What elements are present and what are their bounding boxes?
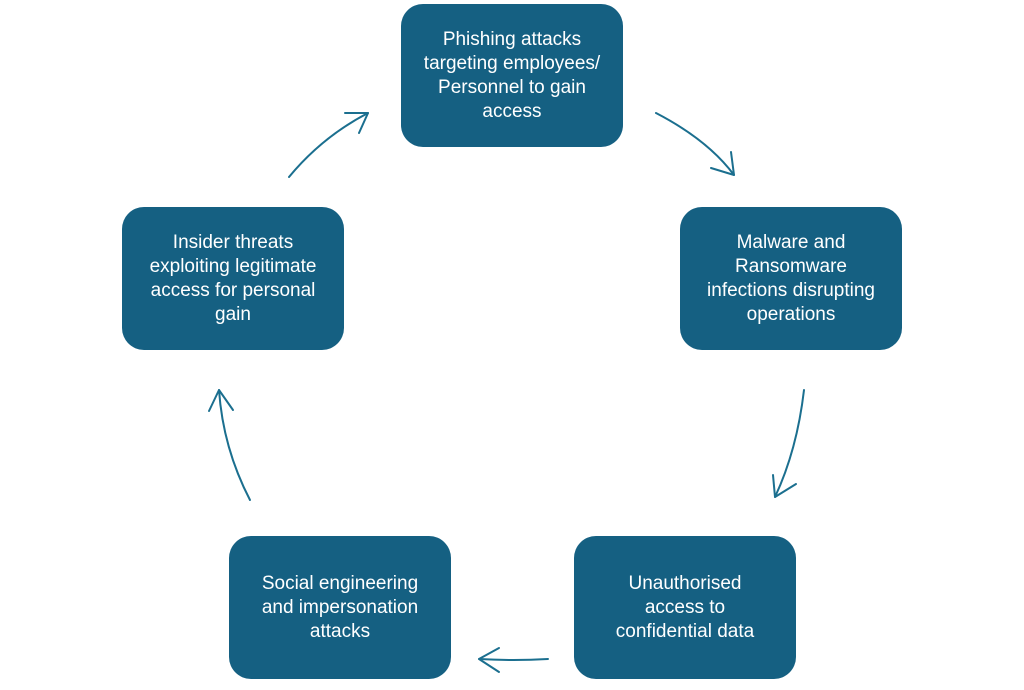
cycle-node-malware: Malware and Ransomware infections disrup… xyxy=(680,207,902,350)
node-label: Phishing attacks targeting employees/ Pe… xyxy=(423,28,601,122)
cycle-node-social-engineering: Social engineering and impersonation att… xyxy=(229,536,451,679)
node-label: Social engineering and impersonation att… xyxy=(261,572,419,642)
arrow-social-to-insider xyxy=(208,389,251,501)
node-label: Insider threats exploiting legitimate ac… xyxy=(149,231,317,325)
cycle-node-insider-threats: Insider threats exploiting legitimate ac… xyxy=(122,207,344,350)
node-label: Malware and Ransomware infections disrup… xyxy=(707,231,875,325)
arrow-unauthorised-to-social xyxy=(478,647,549,673)
arrow-phishing-to-malware xyxy=(655,112,735,176)
arrow-malware-to-unauthorised xyxy=(772,389,805,498)
cycle-node-phishing: Phishing attacks targeting employees/ Pe… xyxy=(401,4,623,147)
node-label: Unauthorised access to confidential data xyxy=(615,572,755,642)
arrow-insider-to-phishing xyxy=(288,112,369,178)
cycle-node-unauthorised-access: Unauthorised access to confidential data xyxy=(574,536,796,679)
